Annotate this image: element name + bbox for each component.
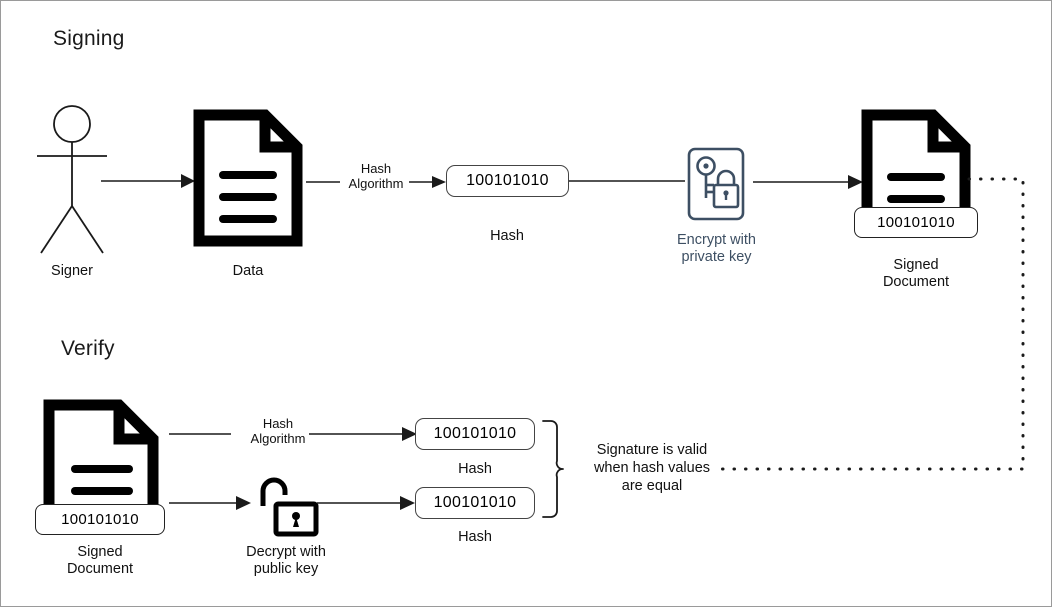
encrypt-label: Encrypt with private key: [677, 232, 756, 265]
signed-document-verify: [43, 399, 165, 525]
decrypt-label: Decrypt with public key: [246, 544, 326, 577]
key-lock-icon: [687, 147, 745, 221]
hash-label-signing: Hash: [490, 228, 524, 244]
arrow-signer-to-data: [101, 169, 195, 193]
document-icon: [193, 109, 303, 247]
signing-section-title: Signing: [53, 27, 125, 50]
signed-document-signing: [861, 109, 971, 233]
signed-document-hash-badge-verify: 100101010: [35, 504, 165, 535]
data-document: [193, 109, 303, 247]
verify-section-title: Verify: [61, 337, 115, 360]
hash-algorithm-label-signing: Hash Algorithm: [348, 161, 404, 191]
signed-document-hash-badge-signing: 100101010: [854, 207, 978, 238]
signed-document-icon: [43, 399, 159, 525]
line-hash-to-encrypt: [569, 174, 685, 188]
signed-document-icon: [861, 109, 971, 233]
decrypt-icon-wrap: [250, 474, 322, 537]
arrow-doc-to-hash-top: [169, 425, 417, 443]
hash-label-verify-top: Hash: [458, 461, 492, 477]
hash-box-verify-top: 100101010: [415, 418, 535, 450]
hash-algorithm-label-verify: Hash Algorithm: [250, 416, 306, 446]
signed-document-label-verify: Signed Document: [66, 544, 134, 577]
arrow-encrypt-to-signed-doc: [753, 173, 863, 191]
arrow-doc-to-decrypt: [169, 494, 251, 512]
signer-label: Signer: [51, 263, 93, 279]
arrow-data-to-hash: [306, 173, 446, 191]
stick-figure-icon: [37, 105, 107, 254]
open-padlock-icon: [260, 477, 319, 537]
hash-label-verify-bottom: Hash: [458, 529, 492, 545]
signer-figure: [31, 101, 117, 257]
data-label: Data: [232, 263, 264, 279]
arrow-decrypt-to-hash-bottom: [317, 494, 415, 512]
hash-box-signing: 100101010: [446, 165, 569, 197]
encrypt-icon-wrap: [685, 147, 747, 223]
signed-document-label-signing: Signed Document: [882, 257, 950, 290]
hash-box-verify-bottom: 100101010: [415, 487, 535, 519]
comparison-brace: [539, 419, 565, 519]
signature-valid-note: Signature is valid when hash values are …: [593, 442, 711, 494]
